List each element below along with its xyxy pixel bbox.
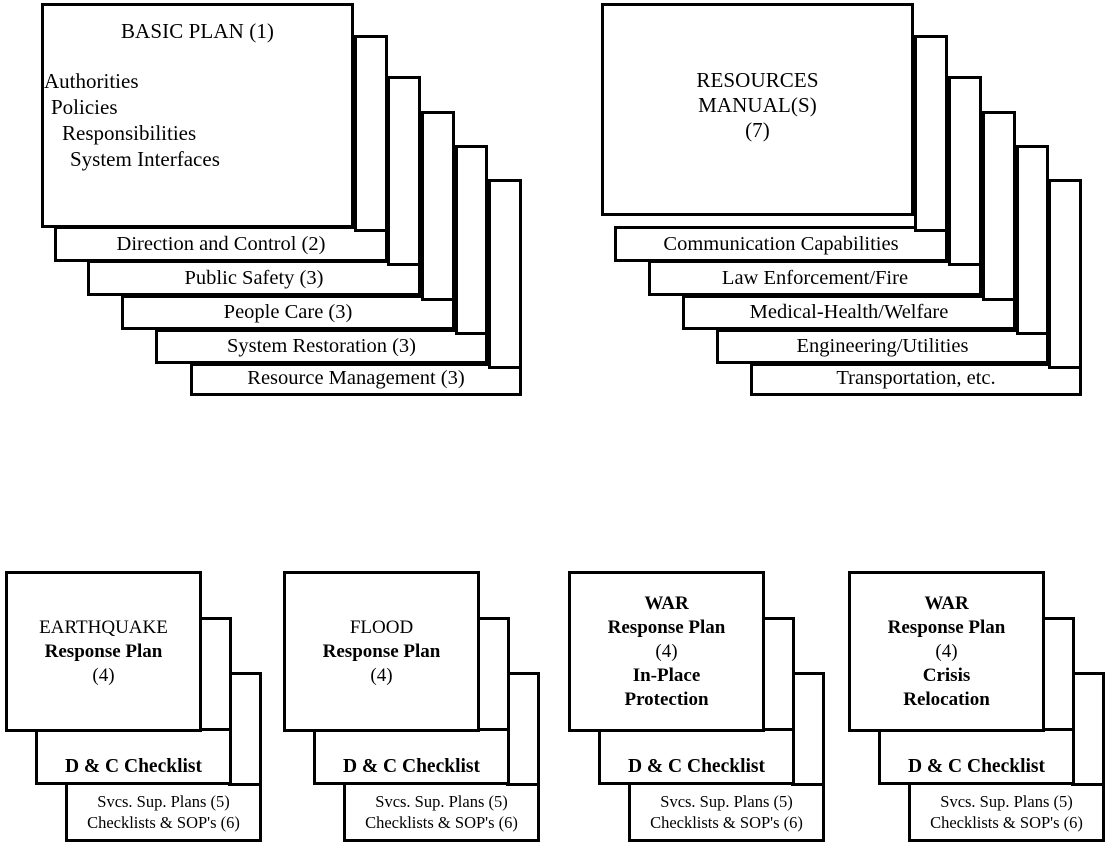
earthquake-plan-card[interactable]: EARTHQUAKE Response Plan (4) [5,571,202,732]
stack-card-public-safety-riser [387,76,421,266]
earthquake-checklist-riser [198,617,232,731]
svcs-line: Svcs. Sup. Plans (5) [97,792,230,811]
war-crisis-svcs-card[interactable]: Svcs. Sup. Plans (5) Checklists & SOP's … [908,782,1105,842]
plan-line: Crisis [922,664,971,686]
checklist-label: D & C Checklist [342,756,481,777]
flood-svcs-card[interactable]: Svcs. Sup. Plans (5) Checklists & SOP's … [343,782,540,842]
war-in-place-checklist-card[interactable]: D & C Checklist [598,727,795,785]
war-crisis-svcs-riser [1071,672,1105,786]
basic-plan-item-list: Authorities Policies Responsibilities Sy… [44,68,351,172]
stack-card-basic-plan[interactable]: BASIC PLAN (1) Authorities Policies Resp… [41,3,354,228]
basic-plan-item: Authorities [44,69,139,93]
stack-card-resource-management[interactable]: Resource Management (3) [190,363,522,396]
stack-card-engineering-utilities-riser [1016,145,1049,335]
stack-card-medical-health-welfare[interactable]: Medical-Health/Welfare [682,295,1016,330]
checklist-label: D & C Checklist [907,756,1046,777]
stack-card-communication-capabilities-riser [914,35,948,232]
basic-plan-item: System Interfaces [70,147,220,171]
earthquake-checklist-card[interactable]: D & C Checklist [35,727,232,785]
stack-card-label: Communication Capabilities [663,233,899,255]
war-crisis-checklist-riser [1041,617,1075,731]
stack-card-medical-health-welfare-riser [982,111,1016,301]
svcs-lines: Svcs. Sup. Plans (5) Checklists & SOP's … [346,791,537,833]
plan-line: EARTHQUAKE [39,616,168,638]
stack-card-label: Transportation, etc. [836,367,996,389]
plan-line: (4) [655,640,678,662]
stack-card-label: Law Enforcement/Fire [721,267,909,289]
stack-card-communication-capabilities[interactable]: Communication Capabilities [614,226,948,262]
war-in-place-svcs-riser [791,672,825,786]
svcs-line: Svcs. Sup. Plans (5) [940,792,1073,811]
svcs-line: Checklists & SOP's (6) [87,813,240,832]
stack-card-people-care[interactable]: People Care (3) [121,295,455,330]
plan-line: Response Plan [607,616,726,638]
earthquake-svcs-riser [228,672,262,786]
war-in-place-plan-card[interactable]: WAR Response Plan (4) In-Place Protectio… [568,571,765,732]
stack-card-system-restoration[interactable]: System Restoration (3) [155,329,488,364]
plan-line: Response Plan [44,640,163,662]
plan-line: (4) [370,664,393,686]
earthquake-svcs-card[interactable]: Svcs. Sup. Plans (5) Checklists & SOP's … [65,782,262,842]
stack-card-transportation[interactable]: Transportation, etc. [750,363,1082,396]
plan-line: (4) [92,664,115,686]
checklist-label: D & C Checklist [627,756,766,777]
stack-card-label: People Care (3) [223,301,353,323]
plan-line: FLOOD [349,616,414,638]
stack-card-direction-and-control-riser [354,35,388,232]
basic-plan-item: Policies [51,95,118,119]
war-crisis-checklist-card[interactable]: D & C Checklist [878,727,1075,785]
stack-card-engineering-utilities[interactable]: Engineering/Utilities [716,329,1049,364]
plan-line: WAR [644,592,689,614]
plan-line: (4) [935,640,958,662]
stack-card-direction-and-control[interactable]: Direction and Control (2) [54,226,388,262]
svcs-line: Svcs. Sup. Plans (5) [660,792,793,811]
basic-plan-title: BASIC PLAN (1) [120,19,275,43]
stack-card-label: System Restoration (3) [226,335,417,357]
war-crisis-plan-card[interactable]: WAR Response Plan (4) Crisis Relocation [848,571,1045,732]
svcs-line: Checklists & SOP's (6) [650,813,803,832]
resources-manual-title: RESOURCES MANUAL(S) (7) [696,68,819,142]
plan-line: Response Plan [887,616,1006,638]
checklist-label: D & C Checklist [64,756,203,777]
svcs-lines: Svcs. Sup. Plans (5) Checklists & SOP's … [631,791,822,833]
flood-plan-card[interactable]: FLOOD Response Plan (4) [283,571,480,732]
basic-plan-item: Responsibilities [62,121,197,145]
stack-card-resource-management-riser [488,179,522,369]
stack-card-transportation-riser [1048,179,1082,369]
stack-card-label: Direction and Control (2) [116,233,326,255]
plan-line: WAR [924,592,969,614]
plan-line: In-Place [632,664,701,686]
stack-card-label: Engineering/Utilities [796,335,969,357]
svcs-lines: Svcs. Sup. Plans (5) Checklists & SOP's … [911,791,1102,833]
stack-card-label: Public Safety (3) [184,267,324,289]
svcs-line: Checklists & SOP's (6) [930,813,1083,832]
war-in-place-svcs-card[interactable]: Svcs. Sup. Plans (5) Checklists & SOP's … [628,782,825,842]
stack-card-resources-manual[interactable]: RESOURCES MANUAL(S) (7) [601,3,914,216]
plan-line: Protection [624,688,709,710]
svcs-lines: Svcs. Sup. Plans (5) Checklists & SOP's … [68,791,259,833]
flood-svcs-riser [506,672,540,786]
stack-card-label: Medical-Health/Welfare [749,301,949,323]
svcs-line: Svcs. Sup. Plans (5) [375,792,508,811]
stack-card-label: Resource Management (3) [247,367,465,389]
war-in-place-checklist-riser [761,617,795,731]
stack-card-system-restoration-riser [455,145,488,335]
svcs-line: Checklists & SOP's (6) [365,813,518,832]
stack-card-public-safety[interactable]: Public Safety (3) [87,260,421,296]
flood-checklist-card[interactable]: D & C Checklist [313,727,510,785]
plan-line: Response Plan [322,640,441,662]
stack-card-people-care-riser [421,111,455,301]
stack-card-law-enforcement-fire-riser [948,76,982,266]
flood-checklist-riser [476,617,510,731]
plan-line: Relocation [903,688,990,710]
stack-card-law-enforcement-fire[interactable]: Law Enforcement/Fire [648,260,982,296]
